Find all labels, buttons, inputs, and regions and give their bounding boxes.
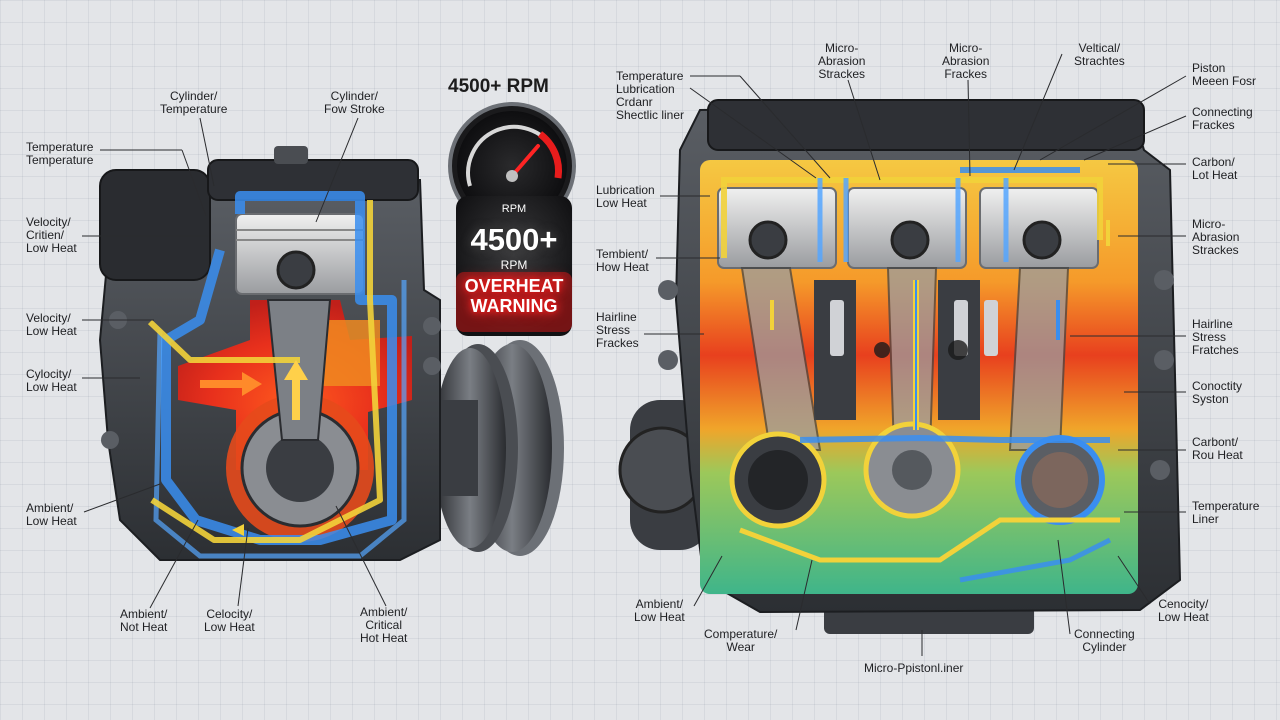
label-velocity-critien: Velocity/ Critien/ Low Heat — [26, 215, 77, 255]
label-tembient-how-heat: Tembient/ How Heat — [596, 247, 649, 274]
gauge-unit-label: RPM — [501, 203, 527, 215]
label-ambient-critical-hot-heat: Ambient/ Critical Hot Heat — [360, 605, 408, 645]
leader-lines — [82, 53, 1187, 656]
label-hairline-stress-frackes: Hairline Stress Frackes — [596, 310, 639, 350]
label-carbont-rou-heat: Carbont/ Rou Heat — [1192, 435, 1243, 462]
label-ambient-low-heat-right: Ambient/ Low Heat — [634, 597, 685, 624]
label-celocity-low-heat: Celocity/ Low Heat — [204, 607, 255, 634]
label-cenocity-low-heat: Cenocity/ Low Heat — [1158, 597, 1209, 624]
rpm-digital-unit: RPM — [500, 258, 528, 272]
label-veltical-strachtes: Veltical/ Strachtes — [1074, 41, 1125, 68]
label-carbon-lot-heat: Carbon/ Lot Heat — [1192, 155, 1238, 182]
left-engine — [98, 146, 564, 561]
label-temperature-lubrication-liner: Temperature Lubrication Crdanr Shectlic … — [616, 69, 685, 122]
label-lubrication-low-heat: Lubrication Low Heat — [596, 183, 655, 210]
label-cylinder-fow-stroke: Cylinder/ Fow Stroke — [324, 89, 385, 116]
rpm-title: 4500+ RPM — [448, 76, 549, 97]
label-micro-abrasion-strackes-right: Micro- Abrasion Strackes — [1192, 217, 1240, 257]
label-connecting-frackes: Connecting Frackes — [1192, 105, 1253, 132]
rpm-digital-value: 4500+ — [470, 222, 558, 257]
label-micro-abrasion-strackes-top: Micro- Abrasion Strackes — [818, 41, 866, 81]
label-temperature-temperature: Temperature Temperature — [26, 140, 94, 167]
label-velocity-low-heat: Velocity/ Low Heat — [26, 311, 77, 338]
overheat-warning: OVERHEAT WARNING — [464, 276, 564, 316]
label-micro-pistonliner: Micro-Ppistonl.iner — [864, 661, 964, 675]
label-ambient-not-heat: Ambient/ Not Heat — [120, 607, 168, 634]
label-piston-meeen-fosr: Piston Meeen Fosr — [1192, 61, 1257, 88]
label-temperature-liner: Temperature Liner — [1192, 499, 1260, 526]
label-comperature-wear: Comperature/ Wear — [704, 627, 778, 654]
label-connecting-cylinder: Connecting Cylinder — [1074, 627, 1135, 654]
rpm-display — [456, 196, 572, 336]
label-hairline-stress-fratches: Hairline Stress Fratches — [1192, 317, 1239, 357]
label-micro-abrasion-frackes: Micro- Abrasion Frackes — [942, 41, 990, 81]
label-conoctity-syston: Conoctity Syston — [1192, 379, 1243, 406]
right-engine — [618, 99, 1182, 634]
label-cylinder-temperature: Cylinder/ Temperature — [160, 89, 228, 116]
label-cylocity-low-heat: Cylocity/ Low Heat — [26, 367, 77, 394]
label-ambient-low-heat-left: Ambient/ Low Heat — [26, 501, 77, 528]
